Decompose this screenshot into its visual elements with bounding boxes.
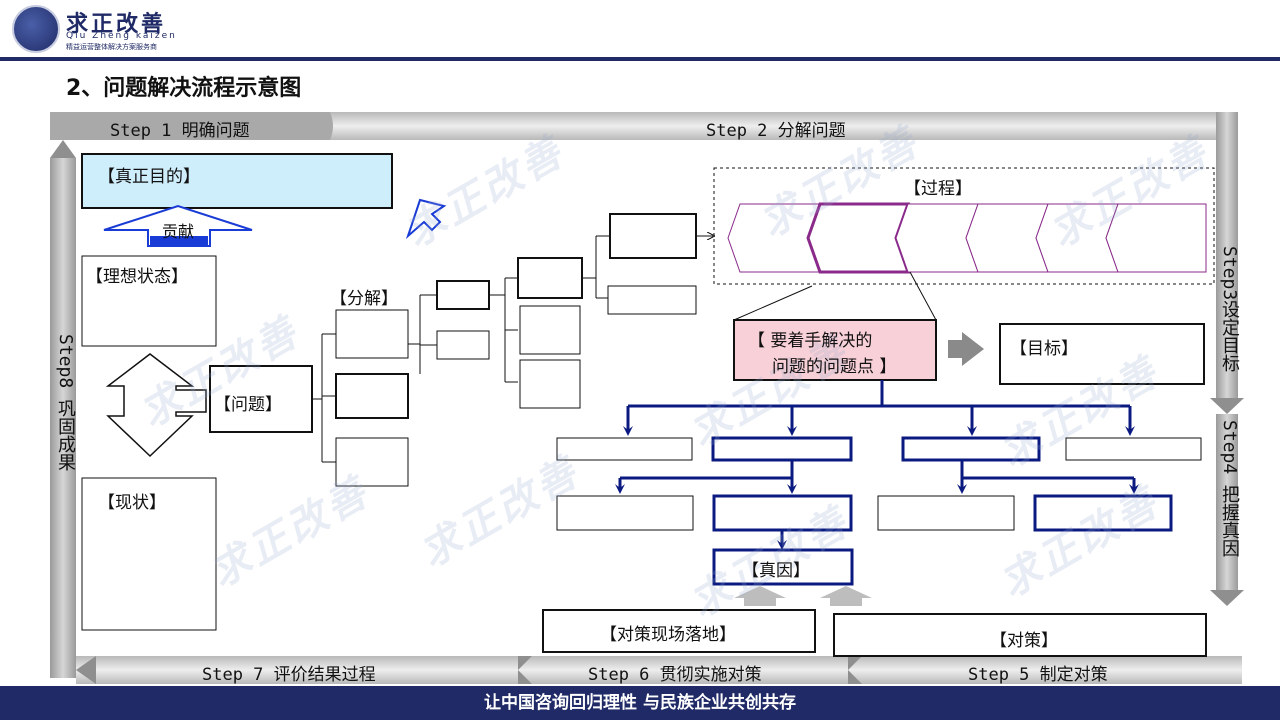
sub-box-1a [335,309,409,359]
current-state-box [81,477,217,631]
true-purpose-box [81,153,393,209]
logo-tagline: 精益运营整体解决方案服务商 [66,43,157,51]
sub-box-2a [436,280,490,310]
decompose-label: 【分解】 [330,289,398,309]
logo-subtitle: Qiu Zheng kaizen [66,31,177,41]
cause-box-2 [711,436,853,462]
step3-band [1216,112,1238,402]
step8-band [50,158,76,678]
countermeasure-label: 【对策】 [990,631,1058,651]
step6-arrow [518,656,532,684]
process-region [713,167,1215,285]
sub-box-4a [609,213,697,259]
step5-arrow [848,656,862,684]
sub-box-1c [335,437,409,487]
sub-box-3c [519,359,581,409]
countermeasure-onsite-label: 【对策现场落地】 [600,625,736,645]
true-purpose-label: 【真正目的】 [98,167,200,187]
contribution-label: 贡献 [162,222,195,241]
step4-band [1216,414,1238,594]
focus-problem-box [733,319,937,381]
footer-bar [0,686,1280,720]
root-cause-box [712,548,854,586]
up-arrow-left [734,586,786,606]
countermeasure-box [833,613,1207,657]
process-step-6 [1105,203,1207,273]
target-box [999,323,1205,385]
pointer-icon [405,198,447,240]
step5-label: Step 5 制定对策 [968,665,1108,685]
step7-arrow [76,656,96,684]
to-target-arrow [948,332,984,366]
cause-box-7 [877,495,1015,531]
cause-box-6 [712,494,853,532]
sub-box-3b [519,305,581,355]
focus-label-line1: 【 要着手解决的 [748,331,873,351]
root-cause-label: 【真因】 [742,561,810,581]
step5-band [848,656,1242,684]
focus-label-line2: 问题的问题点 】 [772,357,897,377]
countermeasure-onsite-box [542,609,816,653]
logo-icon [12,5,60,53]
header-rule [0,57,1280,61]
step8-label: Step8 巩固成果 [55,334,76,472]
process-label: 【过程】 [904,179,972,199]
ideal-state-label: 【理想状态】 [86,267,188,287]
problem-label: 【问题】 [214,395,282,415]
cause-box-4 [1065,437,1202,461]
up-arrow-right [820,586,872,606]
step6-band [518,656,848,684]
cause-box-8 [1033,494,1173,532]
sub-box-4b [607,285,697,315]
step8-arrow [50,140,76,158]
cause-box-1 [556,437,693,461]
contribution-arrow [103,204,253,247]
step3-label: Step3设定目标 [1219,246,1240,373]
sub-box-1b [335,373,409,419]
cause-box-5 [556,495,694,531]
step1-band [50,112,333,140]
target-label: 【目标】 [1010,339,1078,359]
page-title: 2、问题解决流程示意图 [66,76,302,101]
step7-band [76,656,518,684]
problem-box [209,365,313,433]
step1-label: Step 1 明确问题 [110,121,250,141]
sub-box-2b [436,330,490,360]
step4-arrow [1210,590,1244,606]
step3-arrow [1210,398,1244,414]
step4-label: Step4 把握真因 [1219,420,1240,558]
current-state-label: 【现状】 [98,493,166,513]
footer-slogan: 让中国咨询回归理性 与民族企业共创共存 [484,693,796,713]
ideal-state-box [81,255,217,347]
step2-label: Step 2 分解问题 [706,121,846,141]
logo-title: 求正改善 [66,12,167,37]
sub-box-3a [517,257,583,299]
cause-box-3 [901,436,1041,462]
gap-arrow [105,353,207,458]
step7-label: Step 7 评价结果过程 [202,665,376,685]
step6-label: Step 6 贯彻实施对策 [588,665,762,685]
